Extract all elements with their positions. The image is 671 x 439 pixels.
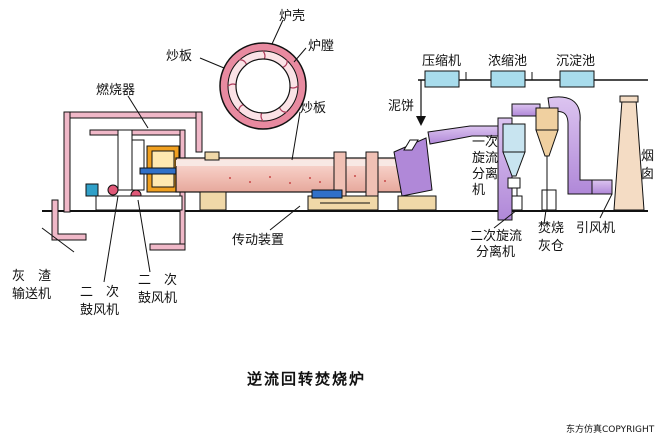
label-filter-press: 压缩机 <box>422 53 461 69</box>
chimney <box>613 95 645 211</box>
label-thickener: 浓缩池 <box>488 53 527 69</box>
svg-text:机: 机 <box>472 183 485 198</box>
svg-text:分离: 分离 <box>472 166 498 182</box>
label-lifter-mid: 炒板 <box>300 101 326 116</box>
leader-lines <box>41 19 613 283</box>
furnace-cross-section <box>219 42 307 130</box>
label-secondary-fan-b: 二 次 鼓风机 <box>138 272 177 306</box>
svg-text:二 次: 二 次 <box>138 272 177 288</box>
label-burner: 燃烧器 <box>96 82 135 98</box>
svg-text:烟: 烟 <box>641 149 654 164</box>
diagram-title: 逆流回转焚烧炉 <box>247 370 366 388</box>
svg-text:一次: 一次 <box>472 134 498 150</box>
svg-text:二次旋流: 二次旋流 <box>470 228 522 244</box>
label-induced-fan: 引风机 <box>576 221 615 236</box>
svg-text:输送机: 输送机 <box>12 286 51 302</box>
rotary-kiln <box>175 151 403 211</box>
label-lifter-top: 炒板 <box>166 49 192 64</box>
svg-text:囱: 囱 <box>641 167 654 182</box>
label-settling-tank: 沉淀池 <box>556 54 595 69</box>
svg-text:分离机: 分离机 <box>476 244 515 260</box>
label-chimney: 烟 囱 <box>641 149 654 182</box>
svg-text:焚烧: 焚烧 <box>538 221 564 236</box>
svg-text:灰 渣: 灰 渣 <box>12 269 51 284</box>
label-cyclone1: 一次 旋流 分离 机 <box>472 134 498 198</box>
label-cyclone2: 二次旋流 分离机 <box>470 228 522 260</box>
drive-unit <box>307 189 379 211</box>
label-furnace-shell: 炉壳 <box>279 9 305 24</box>
label-secondary-fan-a: 二 次 鼓风机 <box>80 284 119 318</box>
burner-assembly <box>85 129 183 211</box>
cyclone-separators <box>502 107 559 211</box>
label-sludge-cake: 泥饼 <box>388 99 414 114</box>
svg-text:二 次: 二 次 <box>80 284 119 300</box>
sludge-treatment-line <box>416 70 648 126</box>
label-ash-conveyor: 灰 渣 输送机 <box>12 269 51 302</box>
svg-text:鼓风机: 鼓风机 <box>138 291 177 306</box>
kiln-discharge-head <box>393 137 437 211</box>
label-drive: 传动装置 <box>232 233 284 248</box>
svg-text:旋流: 旋流 <box>472 151 498 166</box>
copyright-notice: 东方仿真COPYRIGHT <box>566 423 655 435</box>
svg-text:灰仓: 灰仓 <box>538 239 564 254</box>
label-ash-bin: 焚烧 灰仓 <box>538 221 564 254</box>
svg-text:鼓风机: 鼓风机 <box>80 303 119 318</box>
label-furnace-chamber: 炉膛 <box>308 39 334 54</box>
